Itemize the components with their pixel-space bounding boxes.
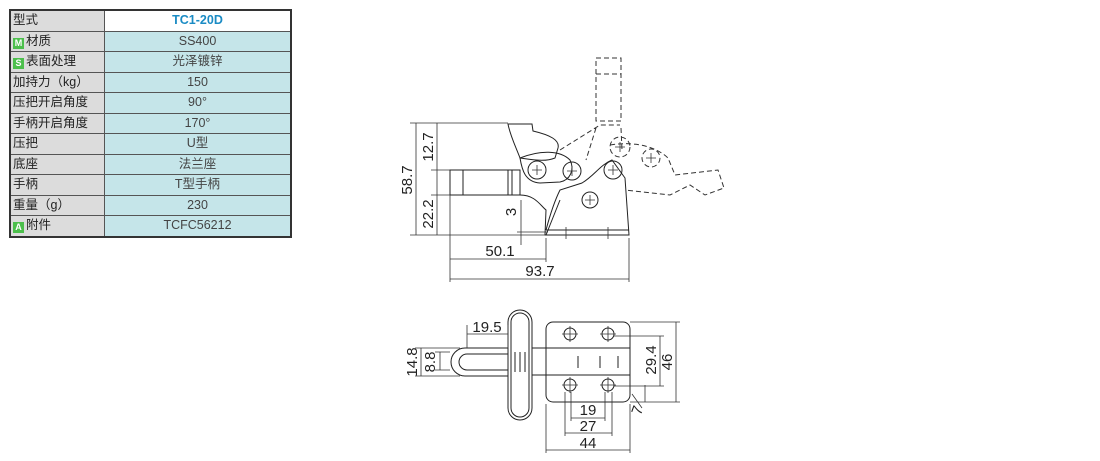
spec-value: 光泽镀锌 bbox=[104, 51, 292, 73]
dim-overall-height: 58.7 bbox=[399, 165, 416, 194]
side-view: 58.7 12.7 22.2 3 50.1 93.7 bbox=[399, 57, 725, 282]
spec-value: 法兰座 bbox=[104, 153, 292, 175]
spec-label: 底座 bbox=[9, 153, 105, 175]
spec-row: 手柄 T型手柄 bbox=[9, 174, 292, 196]
spec-value: 170° bbox=[104, 112, 292, 134]
spec-label-text: 加持力（kg） bbox=[13, 74, 89, 89]
spec-value: 230 bbox=[104, 194, 292, 216]
spec-value: TC1-20D bbox=[104, 9, 292, 32]
badge-m-icon: M bbox=[13, 37, 24, 49]
dim-plate-width: 46 bbox=[659, 354, 676, 371]
badge-a-icon: A bbox=[13, 222, 24, 234]
spec-label-text: 表面处理 bbox=[26, 54, 77, 69]
pin bbox=[581, 191, 599, 209]
base-plate bbox=[545, 321, 631, 403]
spec-label: 压把开启角度 bbox=[9, 92, 105, 114]
spec-value: TCFC56212 bbox=[104, 215, 292, 237]
mount-holes bbox=[562, 326, 616, 393]
spec-label-text: 压把开启角度 bbox=[13, 95, 89, 110]
dim-base-thickness: 3 bbox=[503, 208, 520, 216]
dim-spindle-to-base: 50.1 bbox=[485, 243, 514, 260]
spec-label: 手柄开启角度 bbox=[9, 112, 105, 134]
dim-spindle-length: 19.5 bbox=[472, 319, 501, 336]
spec-label-text: 压把 bbox=[13, 136, 39, 151]
spec-row: 型式 TC1-20D bbox=[9, 9, 292, 32]
pin bbox=[562, 161, 582, 181]
badge-s-icon: S bbox=[13, 58, 24, 70]
dim-upper-height: 12.7 bbox=[420, 132, 437, 161]
spec-row: 手柄开启角度 170° bbox=[9, 112, 292, 134]
spec-label-text: 材质 bbox=[26, 33, 52, 48]
dim-hole-pitch-y: 29.4 bbox=[643, 345, 660, 374]
spec-label-text: 附件 bbox=[26, 218, 52, 233]
dim-hole-pitch-x: 19 bbox=[580, 402, 597, 419]
spec-value: T型手柄 bbox=[104, 174, 292, 196]
spec-label-text: 重量（g） bbox=[13, 197, 70, 212]
top-view: 19.5 14.8 8.8 29.4 46 19 27 44 7 bbox=[404, 309, 680, 453]
dim-hole-span: 27 bbox=[580, 418, 597, 435]
spec-row: 加持力（kg）150 bbox=[9, 71, 292, 93]
spindle-top bbox=[450, 347, 508, 377]
spec-row: 压把开启角度 90° bbox=[9, 92, 292, 114]
dim-overall-length: 93.7 bbox=[525, 263, 554, 280]
spec-label: 型式 bbox=[9, 9, 105, 32]
dim-slot-width: 8.8 bbox=[422, 352, 439, 373]
spec-row: 底座 法兰座 bbox=[9, 153, 292, 175]
spec-value: SS400 bbox=[104, 30, 292, 52]
spec-label: 压把 bbox=[9, 133, 105, 155]
spec-label-text: 手柄 bbox=[13, 177, 39, 192]
dim-plate-length: 44 bbox=[580, 435, 597, 452]
spindle bbox=[449, 169, 521, 196]
open-handle-ghost bbox=[595, 57, 622, 122]
dim-lower-height: 22.2 bbox=[420, 199, 437, 228]
spec-label-text: 底座 bbox=[13, 156, 39, 171]
clamp-arm bbox=[507, 123, 559, 161]
spec-label: 加持力（kg） bbox=[9, 71, 105, 93]
spec-label-text: 型式 bbox=[13, 13, 39, 28]
pin bbox=[527, 160, 547, 180]
spec-label-text: 手柄开启角度 bbox=[13, 115, 89, 130]
spec-label: 手柄 bbox=[9, 174, 105, 196]
base-body bbox=[519, 159, 630, 236]
spec-value: 90° bbox=[104, 92, 292, 114]
dim-slot-dia: 7 bbox=[628, 404, 647, 418]
pin bbox=[603, 160, 623, 180]
dim-spindle-width: 14.8 bbox=[404, 347, 421, 376]
